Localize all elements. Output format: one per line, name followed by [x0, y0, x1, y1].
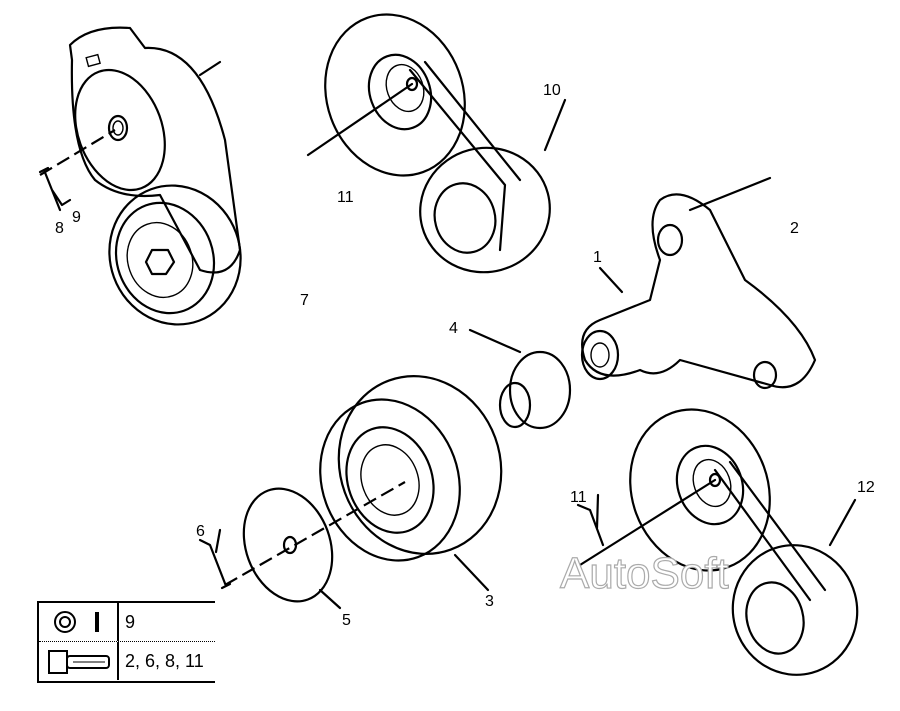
callout-3: 3 [485, 593, 494, 610]
callout-8: 8 [55, 220, 64, 237]
legend-value: 2, 6, 8, 11 [125, 651, 204, 671]
callout-6: 6 [196, 523, 205, 540]
callout-7: 7 [300, 292, 309, 309]
bracket-1 [580, 176, 817, 390]
callout-5: 5 [342, 612, 351, 629]
callout-11-bottom: 11 [570, 489, 587, 506]
washer-and-pin-icon [54, 611, 99, 633]
legend-row: 2, 6, 8, 11 [39, 642, 215, 680]
legend-row: 9 [39, 603, 215, 642]
callout-1: 1 [593, 249, 602, 266]
idler-pulley-3 [319, 375, 503, 592]
tensioner-assembly-10 [306, 13, 567, 274]
callout-10: 10 [543, 82, 561, 99]
callout-9: 9 [72, 209, 81, 226]
tensioner-assembly-top-left [38, 26, 242, 326]
hardware-legend: 9 2, 6, 8, 11 [37, 601, 215, 683]
callout-2: 2 [790, 220, 799, 237]
washer-5 [198, 481, 406, 610]
tensioner-assembly-12 [576, 408, 859, 676]
spacer-4 [468, 328, 572, 430]
callout-11-top: 11 [337, 189, 354, 206]
bolt-icon [48, 650, 110, 674]
watermark: AutoSoft [560, 549, 729, 598]
legend-value: 9 [125, 612, 136, 632]
callout-4: 4 [449, 320, 458, 337]
callout-12: 12 [857, 479, 875, 496]
